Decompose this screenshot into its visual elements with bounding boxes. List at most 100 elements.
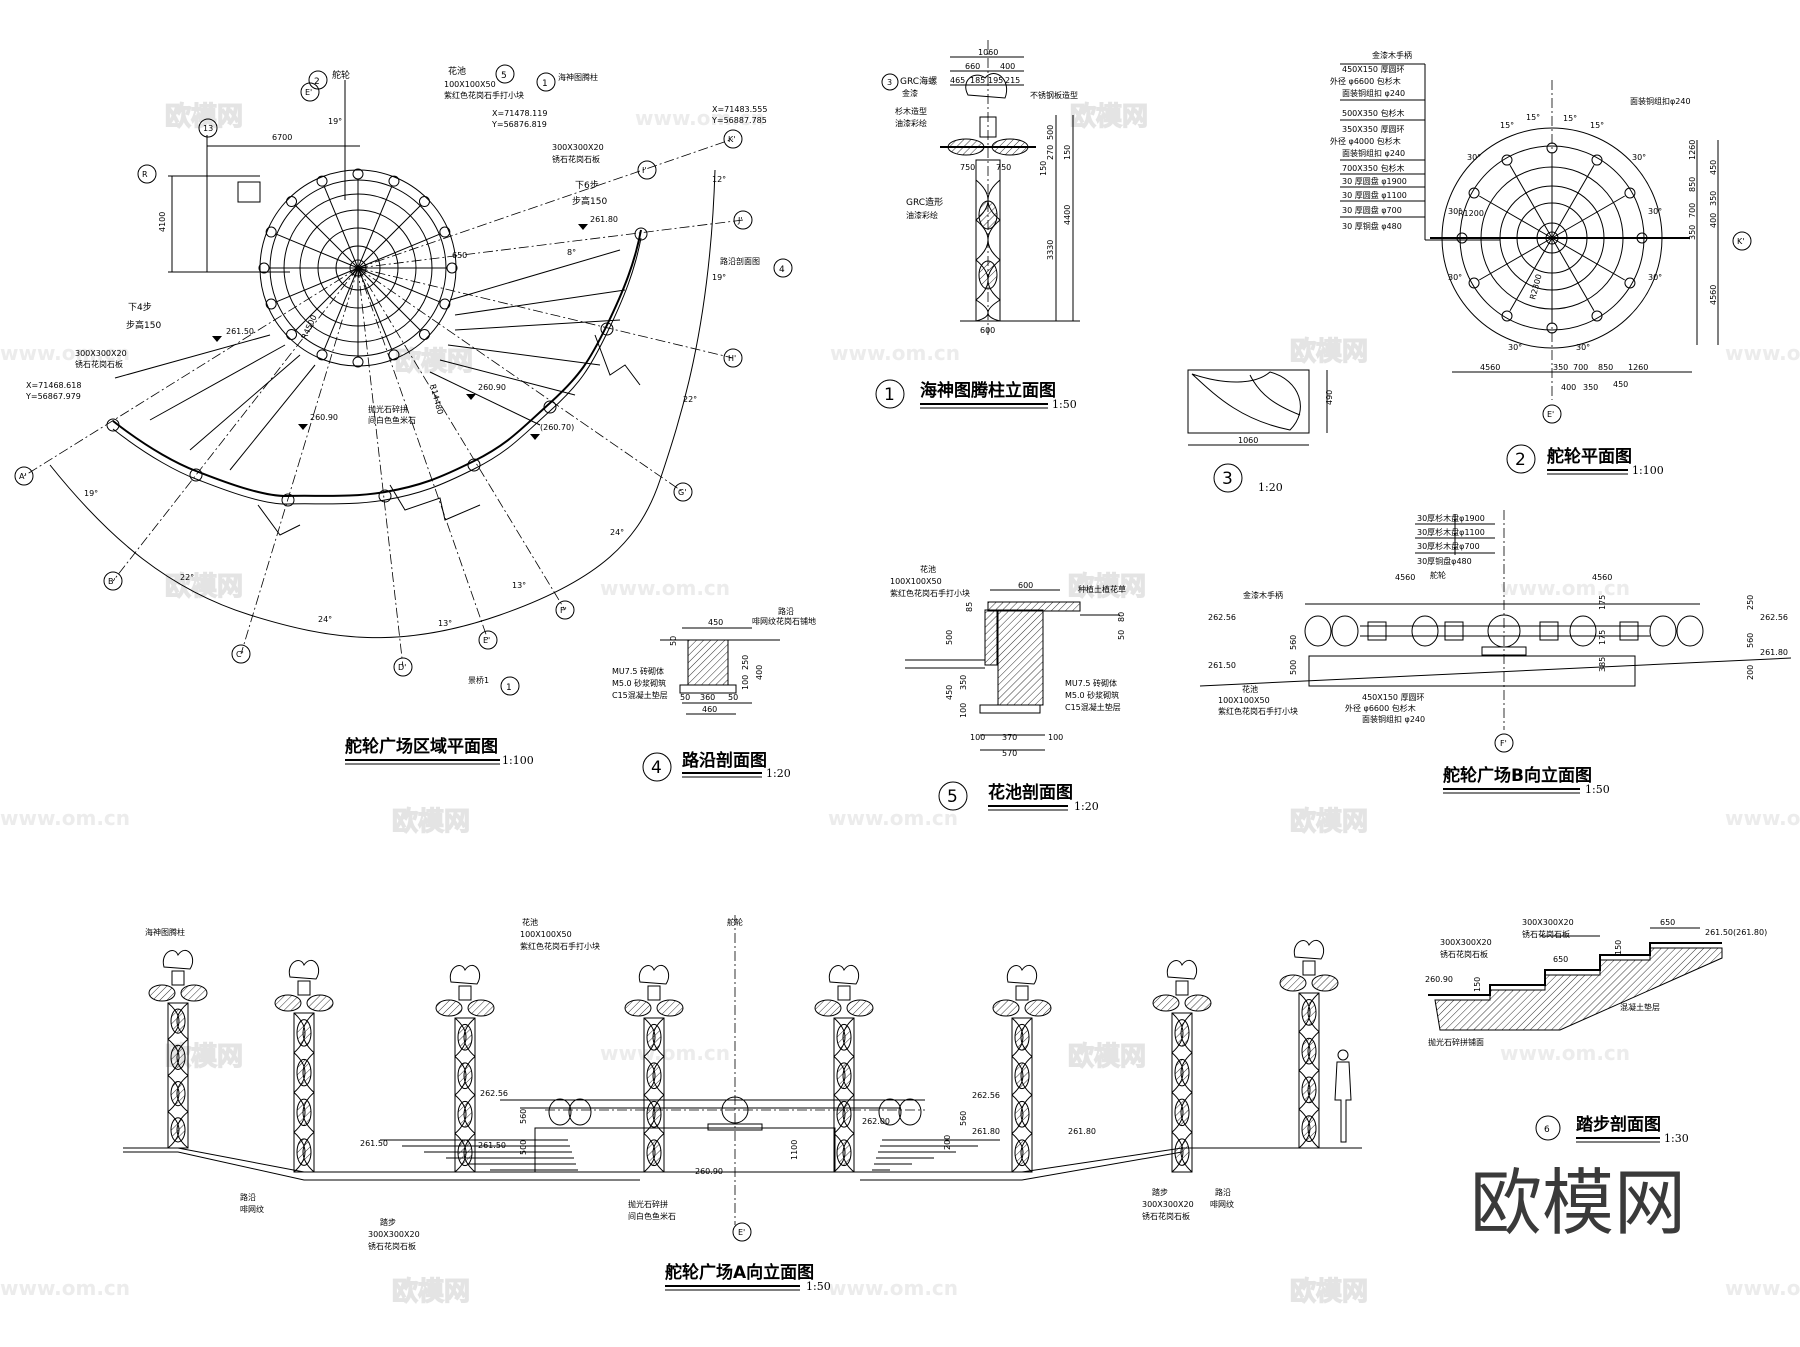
column-ornament [646,1100,662,1128]
walkway-arc-inner [112,237,642,505]
column-ornament [1174,1019,1190,1047]
wheel-handle [1649,615,1677,647]
column-ornament [170,1008,186,1034]
column-title: 海神图腾柱立面图 [920,380,1056,401]
wheel-spoke [357,267,393,350]
dimension: 450 [1613,380,1628,389]
elevation: 261.80 [1760,648,1788,657]
watermark: 欧模网 [1068,571,1146,602]
wheel-spoke [1479,237,1553,281]
legend-item: 面装铜组扣 φ240 [1342,88,1405,98]
watermark: 欧模网 [165,101,243,132]
column-ornament [296,1019,312,1047]
legend-item: 30厚铜盘φ480 [1417,556,1472,566]
planter-scale: 1:20 [1074,800,1099,813]
shell-detail: 490 1060 3 1:20 [1187,369,1334,494]
column-ornament [457,1139,473,1167]
axis-bubble [137,164,157,184]
detail-ref-bubble [881,73,899,91]
watermark: www.om.cn [1500,576,1630,600]
label: GRC造形 [906,196,943,208]
wheel-clamp [1444,621,1464,641]
label: 踏步 [1152,1187,1168,1197]
label: 紫红色花岗石手打小块 [520,941,600,951]
dimension: 650 [1660,918,1675,927]
detail-number: 5 [947,787,958,807]
dimension: 250 [1746,595,1755,610]
step-height: 步高150 [572,195,607,207]
dimension: 560 [959,1111,968,1126]
wheel-handle [435,999,463,1017]
walkway-nodes [106,227,648,507]
label: M5.0 砂浆砌筑 [612,678,666,688]
elevation-b-scale: 1:50 [1585,783,1610,796]
elevation-marker [298,424,308,430]
elevation: 261.80 [590,215,618,224]
shell-sculpture [1166,959,1198,980]
label: 锈石花岗石板 [1522,929,1570,939]
dimension: 460 [702,705,717,714]
watermark: 欧模网 [1068,1041,1146,1072]
axis-label: H' [728,354,736,363]
column-head [647,985,661,1001]
label: 300X300X20 [1440,938,1492,947]
legend-item: 金漆木手柄 [1372,50,1412,60]
dimension: 350 [1709,191,1718,206]
wheel-spoke [1551,195,1625,239]
elevation: (260.70) [540,423,574,432]
shell-ref: 3 [887,78,892,87]
label: 面装铜组扣φ240 [1630,96,1691,106]
watermark: www.om.cn [830,341,960,365]
detail-ref-bubble [308,70,328,90]
wheel-handle [265,298,277,310]
label: 混凝土垫层 [1620,1002,1660,1012]
axis-bubble [198,118,218,138]
axis-label: I' [642,166,647,175]
wheel-handle [265,226,277,238]
column-node [106,418,120,432]
column-node [281,493,295,507]
column-ornament [296,1138,312,1166]
step-height: 步高150 [126,319,161,331]
label: 油漆彩绘 [895,118,927,128]
column-node [543,400,557,414]
paving-material: 锈石花岗石板 [75,359,123,369]
legend-item: 外径 φ4000 包杉木 [1330,136,1401,146]
dimension: 850 [1598,363,1613,372]
dimension: 85 [965,602,974,612]
label: 金漆木手柄 [1243,590,1283,600]
label: C15混凝土垫层 [612,690,668,700]
bridge-label: 景桥1 [468,675,489,685]
axis-bubble [1732,231,1752,251]
wheel-handle [1311,974,1339,992]
wheel-label: 舵轮 [332,69,350,81]
shell-sculpture [449,964,481,985]
dimension: 560 [519,1109,528,1124]
label: MU7.5 砖砌体 [612,666,664,676]
dimension: 450 [1709,160,1718,175]
dimension: 500 [1289,660,1298,675]
shell-sculpture [1293,939,1325,960]
watermark: www.om.cn [0,341,130,365]
wheel-spoke [1479,195,1553,239]
column-ornament [836,1023,852,1051]
planter-ref: 5 [501,71,507,81]
shell-sculpture [638,964,670,985]
dimension: 1060 [1238,436,1258,445]
dimension: 350 [1688,225,1697,240]
dimension: 3330 [1046,240,1055,260]
axis-bubble [555,600,575,620]
wheel-spoke [276,233,359,269]
label: GRC海螺 [900,75,937,87]
angle: 13° [512,581,526,590]
legend-item: 450X150 厚圆环 [1342,65,1405,74]
steps-lines [114,249,641,536]
wheel-spoke [1551,237,1595,311]
legend-item: 30厚杉木盘φ1100 [1417,527,1485,537]
wheel-handle [1184,994,1212,1012]
column-ornament [1301,1115,1317,1143]
dimension: 150 [1039,161,1048,176]
axis-label: F' [560,606,567,615]
wheel-clamp [1539,621,1559,641]
